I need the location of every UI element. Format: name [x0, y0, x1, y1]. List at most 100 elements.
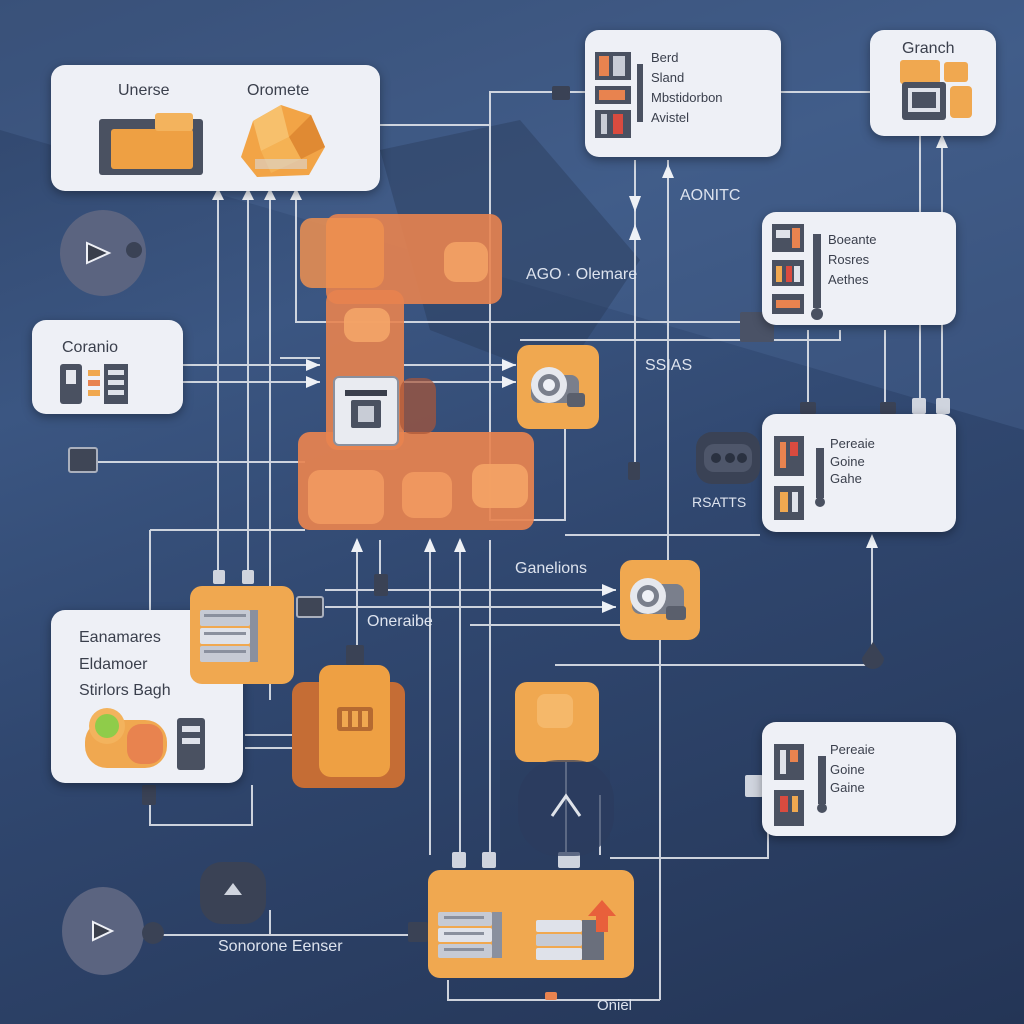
battery-device-icon	[85, 708, 205, 770]
card-line: Gahe	[830, 471, 862, 486]
label-ganelions: Ganelions	[515, 560, 588, 577]
card-top-left[interactable]: Unerse Oromete	[51, 65, 380, 191]
card-line: Gaine	[830, 780, 865, 795]
card-top-right[interactable]: Granch	[870, 30, 996, 136]
divider-icon	[637, 64, 643, 122]
hex-node-icon	[696, 432, 760, 484]
card-line: Eanamares	[79, 629, 161, 646]
connector-plug	[545, 992, 557, 1000]
pin-icon	[811, 234, 823, 320]
card-line: Aethes	[828, 272, 869, 287]
card-top-center[interactable]: Berd Sland Mbstidorbon Avistel	[585, 30, 781, 157]
connector-plug	[880, 402, 896, 414]
connector-plug	[346, 645, 364, 665]
connector-plug	[628, 462, 640, 480]
connector-plug	[800, 402, 816, 414]
camera-node-lower[interactable]	[620, 560, 700, 640]
label-rsatts: RSATTS	[692, 494, 747, 510]
connector-plug	[452, 852, 466, 868]
process-tile	[344, 308, 390, 342]
server-stack-icon	[438, 912, 502, 958]
tile-node[interactable]	[515, 682, 599, 762]
camera-icon	[630, 578, 686, 620]
chip-icon	[345, 390, 387, 428]
connector-dot	[142, 922, 164, 944]
rack-icon	[774, 436, 804, 520]
device-icon	[60, 364, 128, 404]
card-line: Stirlors Bagh	[79, 682, 171, 699]
pin-icon	[815, 448, 825, 507]
card-line: Goine	[830, 762, 865, 777]
arrow-up-icon	[518, 760, 614, 856]
card-line: Pereaie	[830, 742, 875, 757]
chip-icon	[296, 596, 324, 618]
card-label: Unerse	[118, 82, 170, 99]
process-tile	[308, 470, 384, 524]
process-tile	[472, 464, 528, 508]
processor-icon	[337, 707, 373, 731]
connector-plug	[745, 775, 763, 797]
chip-icon	[68, 447, 98, 473]
connector-plug	[482, 852, 496, 868]
connector-plug	[213, 570, 225, 584]
server-stack-icon	[200, 610, 258, 662]
folder-icon	[99, 113, 203, 175]
card-right-upper[interactable]: Boeante Rosres Aethes	[762, 212, 956, 325]
cloud-cluster-icon	[241, 105, 325, 177]
server-stack-icon	[536, 900, 616, 960]
card-line: Goine	[830, 454, 865, 469]
process-tile	[402, 472, 452, 518]
card-right-mid[interactable]: Pereaie Goine Gahe	[762, 414, 956, 532]
play-icon	[86, 241, 112, 265]
connector-plug	[912, 398, 926, 414]
process-block	[300, 218, 384, 288]
rack-icon	[774, 744, 804, 826]
card-bottom-left[interactable]: Eanamares Eldamoer Stirlors Bagh	[51, 610, 243, 783]
processor-core	[319, 665, 390, 777]
connector-plug	[552, 86, 570, 100]
card-line: Pereaie	[830, 436, 875, 451]
card-line: Eldamoer	[79, 656, 148, 673]
eject-button[interactable]	[200, 862, 266, 924]
connector-plug	[142, 785, 156, 805]
camera-icon	[531, 367, 585, 407]
card-label: Granch	[902, 40, 955, 57]
output-node[interactable]	[428, 870, 634, 978]
eject-icon	[224, 883, 242, 895]
rack-icon	[595, 52, 631, 138]
connector-plug	[374, 574, 388, 596]
rack-icon	[772, 224, 804, 314]
card-line: Avistel	[651, 110, 690, 125]
pin-icon	[862, 642, 884, 669]
play-button-bottom[interactable]	[62, 887, 144, 975]
card-line: Mbstidorbon	[651, 90, 723, 105]
label-oneraibe: Oneraibe	[367, 613, 433, 630]
label-ago: AGO · Olemare	[526, 266, 638, 283]
card-label: Oromete	[247, 82, 310, 99]
process-shadow	[400, 378, 436, 434]
connector-plug	[936, 398, 950, 414]
card-left-mid[interactable]: Coranio	[32, 320, 183, 414]
card-label: Coranio	[62, 339, 119, 356]
storage-node[interactable]	[190, 586, 294, 684]
connector-plug	[558, 852, 580, 868]
camera-node-upper[interactable]	[517, 345, 599, 429]
connector-plug	[408, 922, 428, 942]
card-line: Berd	[651, 50, 679, 65]
process-tile	[444, 242, 488, 282]
label-oniel: Oniel	[597, 997, 633, 1014]
connector-plug	[242, 570, 254, 584]
tile-face	[537, 694, 573, 728]
label-ssias: SSIAS	[645, 357, 693, 374]
connector-dot	[126, 242, 142, 258]
play-icon	[92, 920, 115, 942]
pin-icon	[817, 756, 827, 813]
chip-module[interactable]	[333, 376, 399, 446]
monitor-icon	[900, 60, 972, 120]
label-sonorone: Sonorone Eenser	[218, 938, 343, 955]
card-bottom-right[interactable]: Pereaie Goine Gaine	[762, 722, 956, 836]
card-line: Rosres	[828, 252, 870, 267]
card-line: Sland	[651, 70, 685, 85]
label-aonitc: AONITC	[680, 187, 741, 204]
card-line: Boeante	[828, 232, 877, 247]
